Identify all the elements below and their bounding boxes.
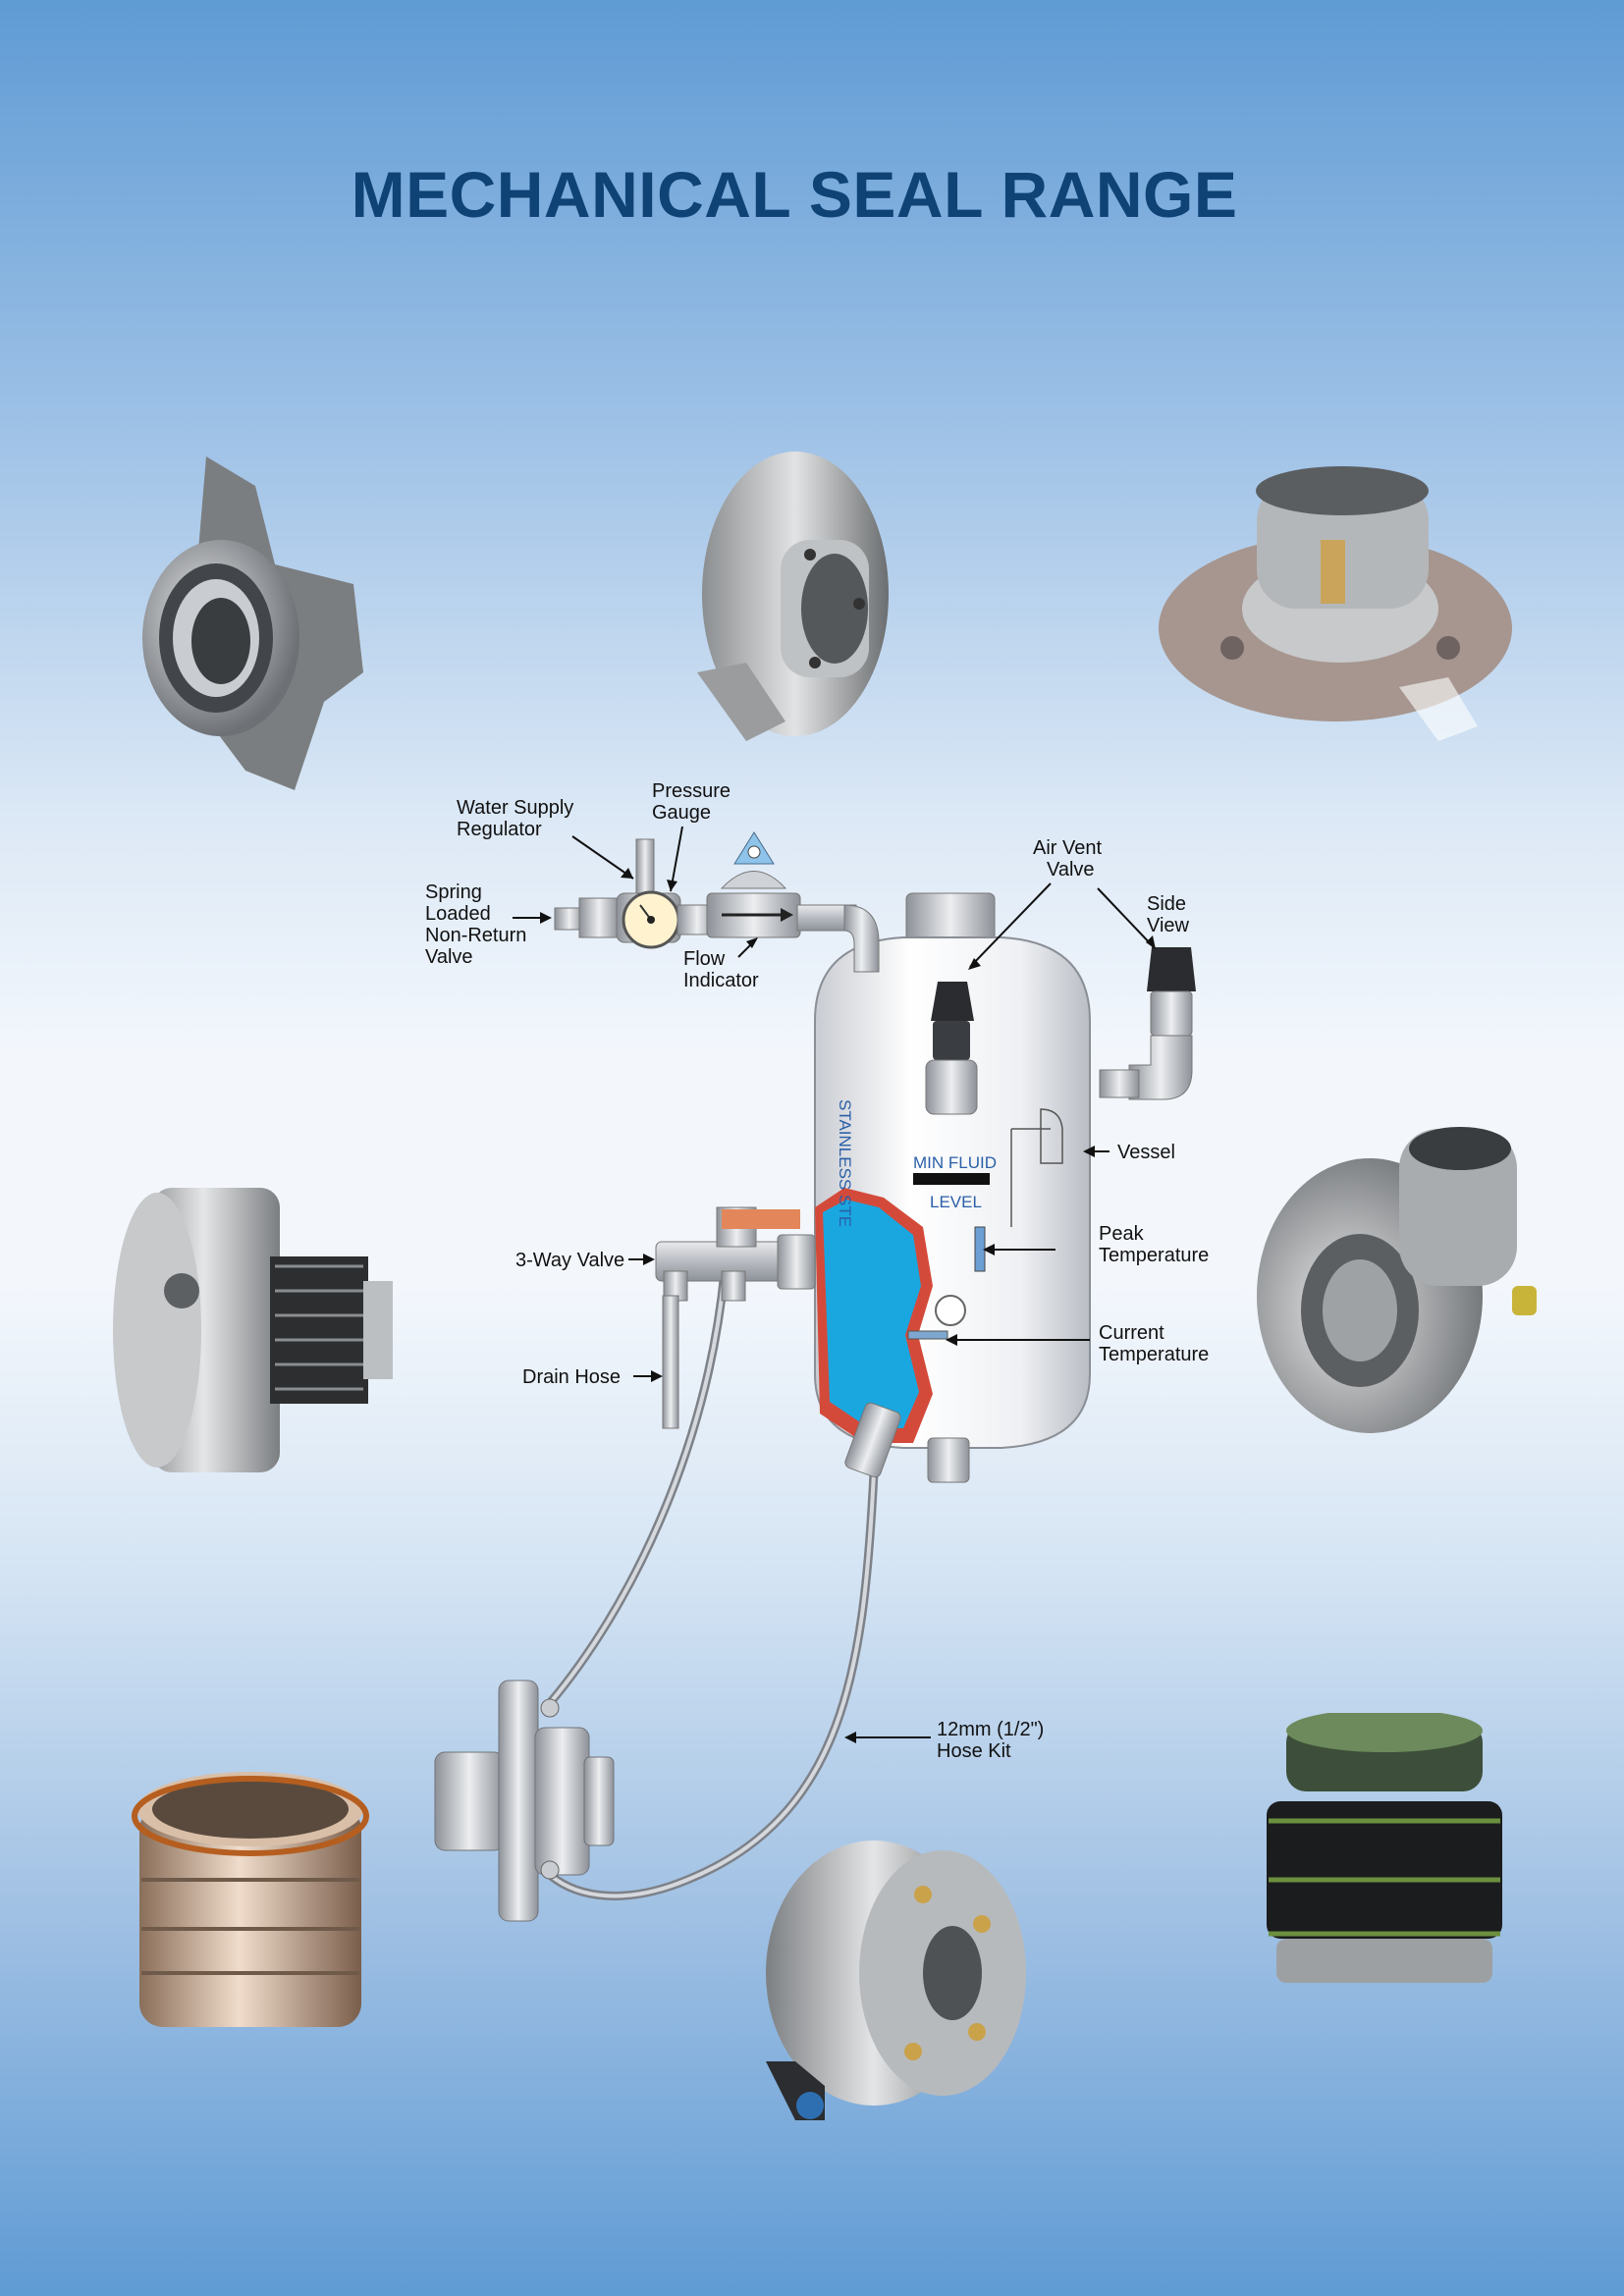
svg-text:Flow: Flow <box>683 948 726 970</box>
svg-text:Gauge: Gauge <box>652 802 711 824</box>
svg-text:Drain Hose: Drain Hose <box>522 1366 621 1388</box>
cartridge-seal-photo-4 <box>103 1183 417 1477</box>
cartridge-seal-photo-5 <box>1252 1119 1546 1438</box>
svg-text:Peak: Peak <box>1099 1223 1145 1245</box>
cartridge-seal-photo-3 <box>1154 461 1517 746</box>
regulator-assembly <box>554 831 880 973</box>
svg-text:Air Vent: Air Vent <box>1033 837 1102 859</box>
svg-text:Pressure: Pressure <box>652 780 731 802</box>
vessel: STAINLESS STE MIN FLUID LEVEL <box>814 892 1091 1483</box>
vessel-stainless-text: STAINLESS STE <box>836 1099 854 1227</box>
page-title: MECHANICAL SEAL RANGE <box>351 158 1238 231</box>
seal-housing <box>434 1680 615 1922</box>
svg-text:Water Supply: Water Supply <box>457 797 573 819</box>
bellows-seal-photo <box>128 1762 373 2047</box>
side-view-fitting <box>1099 947 1196 1100</box>
label-peak-temperature: Peak Temperature <box>1099 1223 1209 1266</box>
svg-text:View: View <box>1147 915 1190 936</box>
svg-text:Non-Return: Non-Return <box>425 925 526 946</box>
svg-text:Spring: Spring <box>425 881 482 903</box>
label-hose-kit: 12mm (1/2") Hose Kit <box>937 1719 1044 1762</box>
cartridge-seal-photo-1 <box>128 447 373 800</box>
svg-text:Regulator: Regulator <box>457 819 542 840</box>
svg-text:Indicator: Indicator <box>683 970 759 991</box>
svg-text:Valve: Valve <box>425 946 473 968</box>
label-drain-hose: Drain Hose <box>522 1366 621 1388</box>
svg-text:Vessel: Vessel <box>1117 1142 1175 1163</box>
label-vessel: Vessel <box>1117 1142 1175 1163</box>
svg-text:Loaded: Loaded <box>425 903 491 925</box>
multi-spring-seal-photo <box>1257 1713 1512 1993</box>
label-three-way-valve: 3-Way Valve <box>515 1250 624 1271</box>
return-hose <box>546 1270 730 1706</box>
label-side-view: Side View <box>1147 893 1190 936</box>
svg-text:Valve: Valve <box>1047 859 1095 881</box>
svg-text:Side: Side <box>1147 893 1186 915</box>
cartridge-seal-photo-2 <box>687 447 903 751</box>
min-fluid-text: MIN FLUID <box>913 1153 997 1172</box>
three-way-valve <box>655 1206 816 1302</box>
svg-text:Current: Current <box>1099 1322 1164 1344</box>
split-seal-photo <box>756 1826 1031 2125</box>
label-water-supply-regulator: Water Supply Regulator <box>457 797 573 840</box>
drain-hose-pipe <box>662 1295 679 1429</box>
label-current-temperature: Current Temperature <box>1099 1322 1209 1365</box>
svg-text:Temperature: Temperature <box>1099 1344 1209 1365</box>
svg-text:Temperature: Temperature <box>1099 1245 1209 1266</box>
label-spring-loaded-valve: Spring Loaded Non-Return Valve <box>425 881 526 968</box>
label-flow-indicator: Flow Indicator <box>683 948 759 991</box>
svg-text:12mm (1/2"): 12mm (1/2") <box>937 1719 1044 1740</box>
svg-text:3-Way Valve: 3-Way Valve <box>515 1250 624 1271</box>
level-text: LEVEL <box>930 1193 982 1211</box>
label-air-vent-valve: Air Vent Valve <box>1033 837 1102 881</box>
label-pressure-gauge: Pressure Gauge <box>652 780 731 824</box>
svg-text:Hose Kit: Hose Kit <box>937 1740 1011 1762</box>
